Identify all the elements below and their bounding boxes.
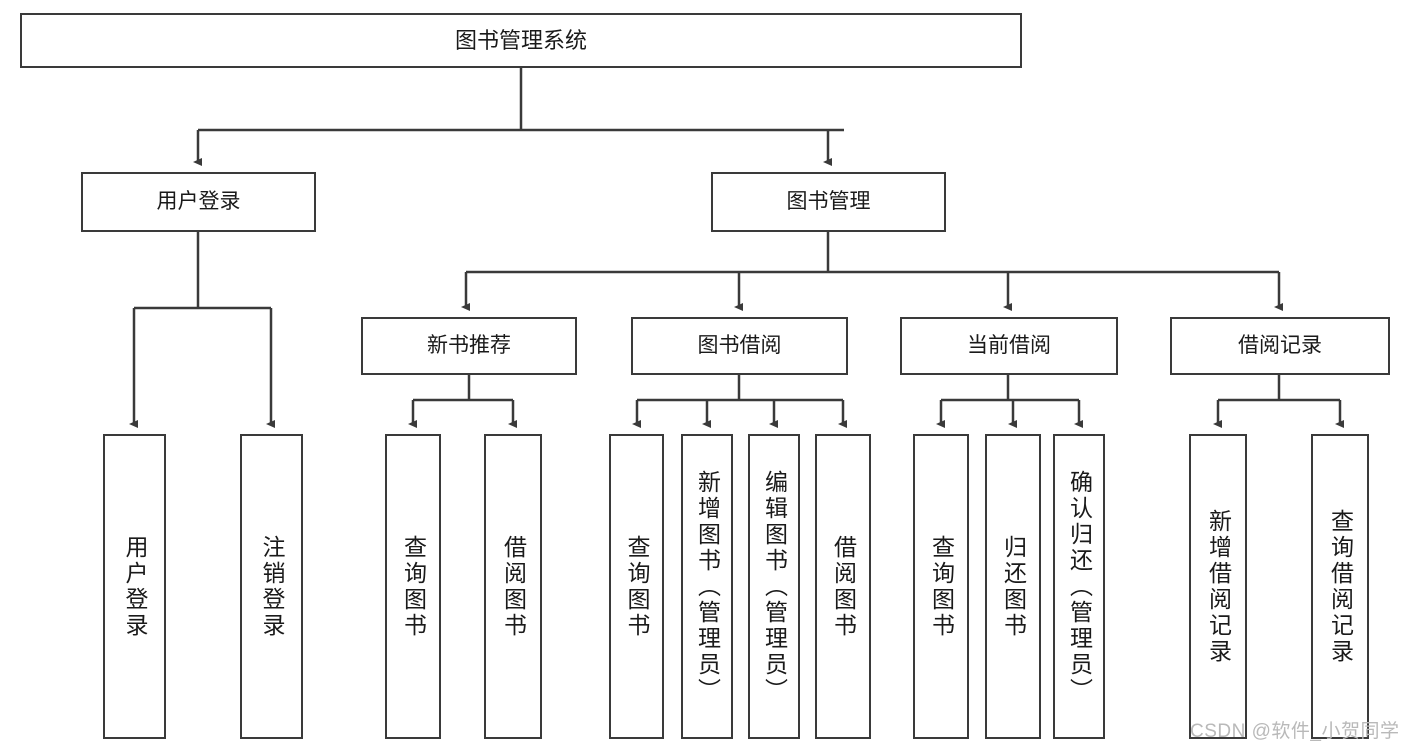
edges-borrowrecord-to-leaves <box>1213 375 1344 428</box>
node-current-borrow[interactable]: 当前借阅 <box>900 317 1118 375</box>
node-label: 查询借阅记录 <box>1327 508 1354 665</box>
node-book-manage[interactable]: 图书管理 <box>711 172 946 232</box>
node-label: 当前借阅 <box>967 333 1051 357</box>
node-leaf-borrow-book-1[interactable]: 借阅图书 <box>484 434 542 739</box>
node-label: 新增图书（管理员） <box>694 469 721 704</box>
node-leaf-query-book-3[interactable]: 查询图书 <box>913 434 969 739</box>
node-label: 查询图书 <box>400 534 427 639</box>
node-leaf-query-book-1[interactable]: 查询图书 <box>385 434 441 739</box>
edges-bookmanage-to-level3 <box>461 232 1283 311</box>
node-label: 借阅记录 <box>1238 333 1322 357</box>
node-leaf-confirm-return-admin[interactable]: 确认归还（管理员） <box>1053 434 1105 739</box>
node-leaf-add-book-admin[interactable]: 新增图书（管理员） <box>681 434 733 739</box>
node-label: 查询图书 <box>928 534 955 639</box>
edges-currentborrow-to-leaves <box>936 375 1083 428</box>
edges-bookborrow-to-leaves <box>632 375 847 428</box>
csdn-watermark: CSDN @软件_小贺同学 <box>1190 721 1400 742</box>
node-label: 用户登录 <box>156 189 241 213</box>
node-leaf-query-book-2[interactable]: 查询图书 <box>609 434 664 739</box>
node-label: 编辑图书（管理员） <box>761 469 788 704</box>
node-leaf-return-book[interactable]: 归还图书 <box>985 434 1041 739</box>
node-leaf-query-borrow-record[interactable]: 查询借阅记录 <box>1311 434 1369 739</box>
node-label: 归还图书 <box>1000 534 1027 639</box>
edges-root-to-level2 <box>193 68 844 166</box>
node-label: 图书管理 <box>786 189 871 213</box>
node-leaf-add-borrow-record[interactable]: 新增借阅记录 <box>1189 434 1247 739</box>
node-leaf-user-logout[interactable]: 注销登录 <box>240 434 303 739</box>
node-leaf-edit-book-admin[interactable]: 编辑图书（管理员） <box>748 434 800 739</box>
node-label: 新书推荐 <box>427 333 511 357</box>
node-label: 新增借阅记录 <box>1205 508 1232 665</box>
node-new-book-recommend[interactable]: 新书推荐 <box>361 317 577 375</box>
node-leaf-user-login[interactable]: 用户登录 <box>103 434 166 739</box>
edges-newbook-to-leaves <box>408 375 517 428</box>
node-label: 借阅图书 <box>830 534 857 639</box>
node-label: 借阅图书 <box>500 534 527 639</box>
node-root-system[interactable]: 图书管理系统 <box>20 13 1022 68</box>
node-borrow-record[interactable]: 借阅记录 <box>1170 317 1390 375</box>
node-book-borrow[interactable]: 图书借阅 <box>631 317 848 375</box>
node-label: 图书管理系统 <box>454 27 587 53</box>
node-label: 用户登录 <box>122 534 148 639</box>
node-label: 确认归还（管理员） <box>1066 469 1093 704</box>
node-label: 查询图书 <box>624 534 650 639</box>
edges-userlogin-to-leaves <box>129 232 275 428</box>
node-leaf-borrow-book-2[interactable]: 借阅图书 <box>815 434 871 739</box>
node-label: 图书借阅 <box>697 333 782 357</box>
node-label: 注销登录 <box>259 534 285 639</box>
node-user-login[interactable]: 用户登录 <box>81 172 316 232</box>
